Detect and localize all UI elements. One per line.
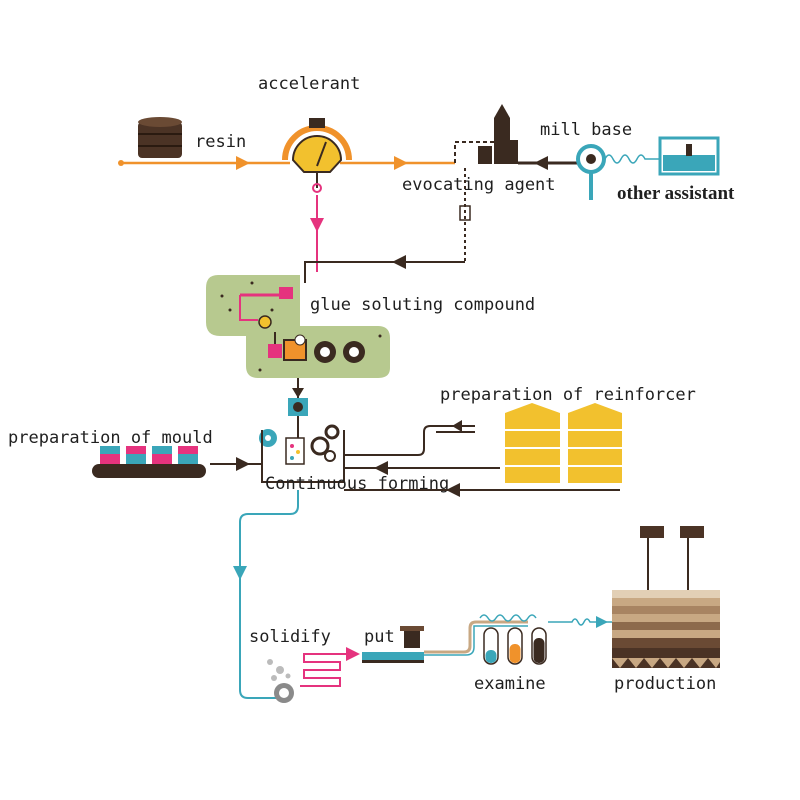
coil-link (604, 154, 660, 164)
dashed-link (454, 141, 494, 163)
solidify-label: solidify (249, 627, 331, 647)
put-label: put (364, 627, 395, 647)
evocating-agent-label: evocating agent (402, 175, 556, 195)
glue-soluting-compound-label: glue soluting compound (310, 295, 535, 315)
conveyor-icon (92, 446, 206, 478)
accelerant-label: accelerant (258, 74, 360, 94)
preparation-of-mould-label: preparation of mould (8, 428, 213, 448)
mixer-icon (285, 398, 308, 465)
put-table-icon (362, 626, 424, 663)
production-label: production (614, 674, 716, 694)
valve-small-icon (459, 205, 471, 221)
mill-base-label: mill base (540, 120, 632, 140)
resin-label: resin (195, 132, 246, 152)
arrow-down-icon (310, 218, 324, 232)
examine-feed-line (424, 620, 528, 654)
preparation-of-reinforcer-label: preparation of reinforcer (440, 385, 696, 405)
tower-icon (478, 104, 518, 164)
examine-label: examine (474, 674, 546, 694)
accelerant-gauge-icon (282, 118, 352, 193)
glue-soluting-compound-box (206, 275, 390, 378)
factory-icon (612, 526, 720, 668)
return-line (304, 261, 465, 283)
reinforcer-lines (344, 420, 620, 497)
resin-barrel-icon (138, 117, 182, 158)
other-assistant-label: other assistant (617, 183, 735, 204)
gears-icon (259, 424, 340, 462)
tubes-icon (483, 627, 547, 665)
silos-icon (505, 403, 622, 483)
tank-icon (658, 136, 720, 176)
coil-icon (267, 647, 360, 703)
arrow-left-icon (534, 156, 548, 170)
arrow-left-icon-2 (392, 255, 406, 269)
valve-icon (576, 144, 606, 200)
solidify-feed-line (239, 490, 299, 699)
production-feed-line (548, 618, 612, 626)
resin-line (118, 156, 455, 170)
arrow-down-teal-icon (233, 566, 247, 580)
